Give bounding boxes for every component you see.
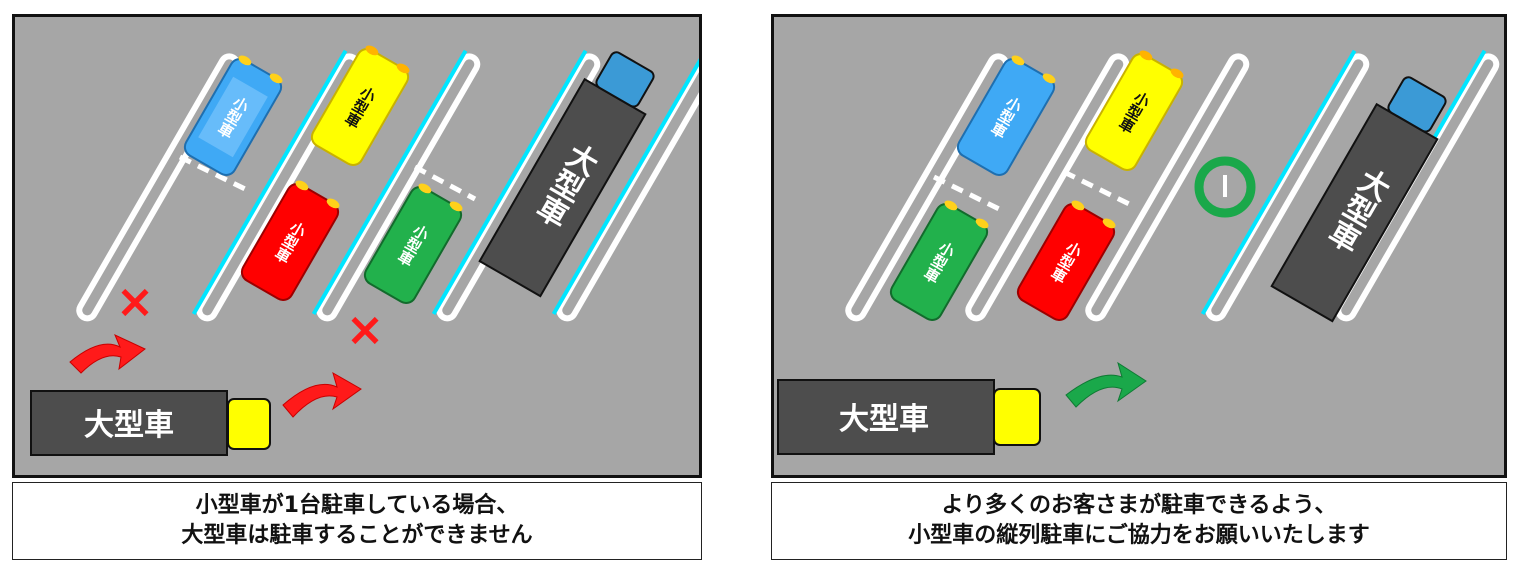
right-caption-line1: より多くのお客さまが駐車できるよう、 — [941, 493, 1337, 518]
car-yellow: 小型車 — [310, 45, 410, 166]
parking-lines — [76, 49, 699, 322]
left-parking-svg: 小型車 小型車 小型車 小型車 — [30, 45, 699, 456]
car-blue: 小型車 — [183, 55, 283, 176]
car-green: 小型車 — [889, 200, 989, 321]
car-blue: 小型車 — [956, 55, 1056, 176]
right-caption-line2: 小型車の縦列駐車にご協力をお願いいたします — [908, 523, 1370, 548]
left-panel: 小型車 小型車 小型車 小型車 — [12, 14, 702, 560]
arrow-red-1 — [69, 334, 146, 374]
left-caption-line2: 大型車は駐車することができません — [181, 523, 533, 548]
car-red: 小型車 — [1016, 200, 1116, 321]
truck-incoming: 大型車 — [777, 379, 1041, 455]
truck-parked: 大型車 — [1270, 76, 1447, 323]
left-caption: 小型車が1台駐車している場合、 大型車は駐車することができません — [12, 482, 702, 560]
truck-incoming-label: 大型車 — [839, 402, 929, 437]
truck-incoming: 大型車 — [30, 390, 271, 456]
right-parking-svg: 小型車 小型車 小型車 小型車 — [777, 49, 1500, 455]
truck-incoming-label: 大型車 — [84, 408, 174, 443]
right-parking-scene: 小型車 小型車 小型車 小型車 — [771, 14, 1507, 478]
ok-mark — [1194, 156, 1256, 218]
prohibited-mark-2: × — [346, 302, 385, 356]
car-green: 小型車 — [363, 183, 463, 304]
arrow-green — [1065, 361, 1147, 408]
left-caption-line1: 小型車が1台駐車している場合、 — [195, 493, 519, 518]
car-yellow: 小型車 — [1084, 50, 1184, 171]
car-red: 小型車 — [240, 180, 340, 301]
right-panel: 小型車 小型車 小型車 小型車 — [771, 14, 1507, 560]
right-caption: より多くのお客さまが駐車できるよう、 小型車の縦列駐車にご協力をお願いいたします — [771, 482, 1507, 560]
prohibited-mark-1: × — [116, 274, 155, 328]
arrow-red-2 — [282, 371, 362, 418]
parking-lines — [845, 49, 1500, 322]
left-parking-scene: 小型車 小型車 小型車 小型車 — [12, 14, 702, 478]
